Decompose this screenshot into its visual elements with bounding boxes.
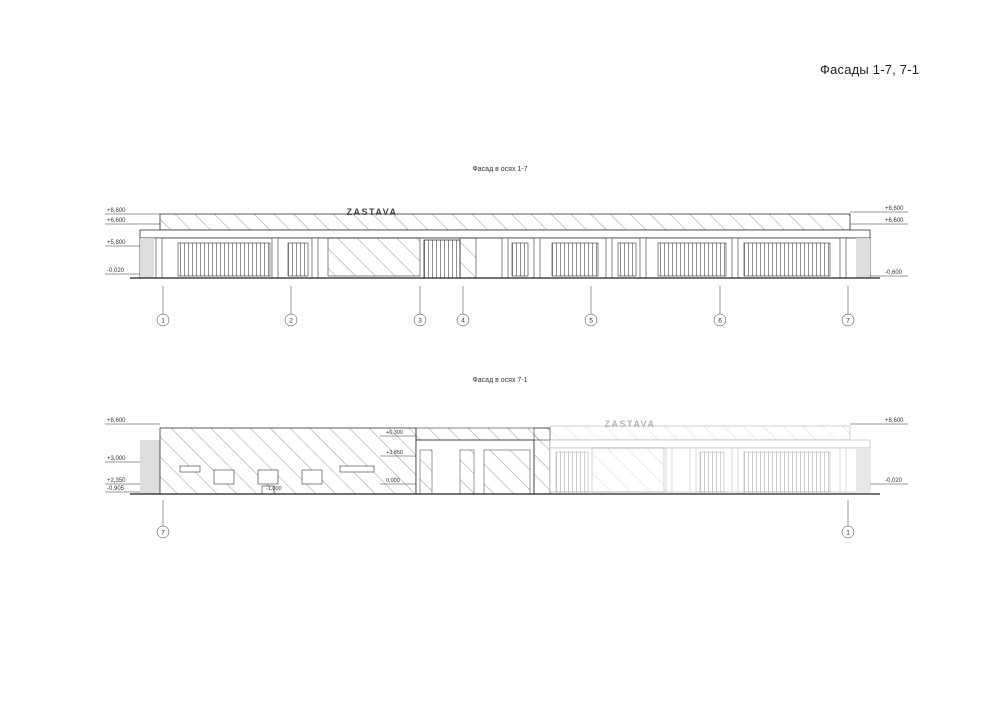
brand-sign: ZASTAVA — [347, 207, 398, 217]
glazing — [287, 242, 309, 277]
axis-label: 1 — [161, 318, 165, 325]
level-mark: -0,600 — [885, 270, 903, 276]
elevation-2: ZASTAVA — [105, 418, 908, 539]
hatched-wall — [327, 237, 421, 277]
level-mark: +6,600 — [107, 218, 126, 224]
elevation-2-title: Фасад в осях 7-1 — [472, 377, 528, 384]
level-mark: +2,350 — [107, 478, 126, 484]
level-mark: 0,000 — [386, 478, 400, 484]
glazing — [617, 242, 637, 277]
level-mark: +6,600 — [885, 218, 904, 224]
hatched-wall — [159, 427, 417, 495]
brand-sign: ZASTAVA — [605, 419, 656, 429]
axis-label: 4 — [461, 318, 465, 325]
sheet-title: Фасады 1-7, 7-1 — [820, 62, 920, 77]
glazing — [177, 242, 271, 277]
level-mark: -0,020 — [107, 268, 125, 274]
entrance-door — [423, 239, 461, 279]
level-mark: +3,000 — [107, 456, 126, 462]
axis-label: 3 — [418, 318, 422, 325]
level-mark: -0,020 — [885, 478, 903, 484]
level-mark: -1,000 — [266, 486, 282, 492]
level-mark: +8,600 — [885, 206, 904, 212]
glazing — [657, 242, 727, 277]
level-mark: +8,600 — [107, 208, 126, 214]
level-mark: +6,300 — [386, 430, 403, 436]
elevation-1-title: Фасад в осях 1-7 — [472, 166, 528, 173]
glazing — [743, 242, 831, 277]
axis-label: 5 — [589, 318, 593, 325]
axis-label: 1 — [846, 530, 850, 537]
level-mark: +8,600 — [107, 418, 126, 424]
glazing — [551, 242, 599, 277]
elevation-1: ZASTAVA — [105, 206, 908, 327]
canopy-fascia — [159, 213, 851, 231]
level-mark: +8,600 — [885, 418, 904, 424]
level-mark: -0,905 — [107, 486, 125, 492]
level-mark: +5,800 — [107, 240, 126, 246]
background-building: ZASTAVA — [549, 419, 871, 493]
axis-label: 2 — [289, 318, 293, 325]
axis-label: 7 — [846, 318, 850, 325]
axis-label: 6 — [718, 318, 722, 325]
glazing — [511, 242, 529, 277]
level-mark: +3,850 — [386, 450, 403, 456]
axis-label: 7 — [161, 530, 165, 537]
